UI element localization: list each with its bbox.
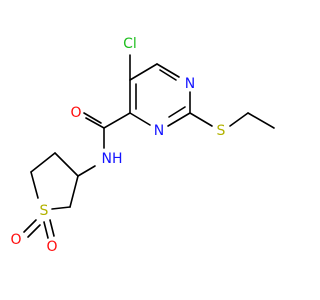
bond-s-o2 [23, 219, 37, 233]
bond-c4r-c3 [54, 152, 79, 177]
atom-cl: Cl [123, 36, 137, 52]
bond-c6-n1 [156, 63, 180, 78]
atom-o-sulfone-2: O [10, 232, 21, 248]
bond-c2r-s [51, 206, 71, 210]
bond-c4-camide [103, 112, 131, 129]
atom-n1: N [185, 76, 195, 92]
bond-s-ch2 [229, 112, 249, 127]
bond-s-o1-double [49, 219, 55, 237]
bond-s-o2-double [27, 224, 41, 238]
bond-c6-n1-double [159, 69, 177, 81]
bond-c2-s [189, 112, 213, 127]
bond-c2-n3 [167, 112, 191, 127]
bond-s-o1 [43, 221, 49, 239]
bond-c2-n3-double [168, 106, 186, 118]
atom-nh-amide: NH [102, 151, 123, 167]
bond-s-c5r [30, 171, 39, 199]
atom-o-amide: O [70, 105, 81, 121]
bonds [23, 54, 275, 239]
atom-labels: Cl N N S O NH S O O [10, 36, 225, 255]
bond-ch2-ch3 [247, 112, 275, 129]
molecule-structure: Cl N N S O NH S O O [10, 36, 275, 255]
bond-camide-o [85, 117, 105, 129]
bond-n3-c4 [129, 112, 151, 126]
atom-s-sulfone: S [40, 203, 49, 219]
atom-s-thioether: S [217, 123, 226, 139]
atom-o-sulfone-1: O [46, 239, 57, 255]
bond-c3-c2r [69, 175, 79, 208]
bond-camide-o-double [83, 112, 102, 124]
bond-c5-c6 [129, 63, 158, 81]
atom-n3: N [154, 123, 164, 139]
bond-n-c3 [77, 165, 96, 177]
bond-c5r-c4r [30, 152, 56, 173]
